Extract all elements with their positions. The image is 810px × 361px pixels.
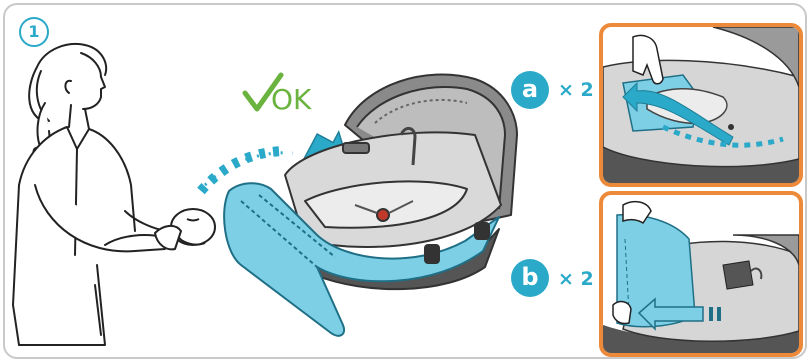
panel-a-illustration bbox=[603, 27, 799, 183]
step-a-count: × 2 bbox=[558, 79, 594, 101]
panel-step-b bbox=[599, 191, 803, 357]
panel-step-a bbox=[599, 23, 803, 187]
step-number-badge: 1 bbox=[19, 17, 49, 47]
step-b-count: × 2 bbox=[558, 268, 594, 290]
step-a-badge: a bbox=[511, 71, 549, 109]
ok-label: OK bbox=[271, 83, 311, 116]
instruction-frame: 1 OK a × 2 b × 2 bbox=[3, 3, 807, 359]
baby-figure bbox=[155, 209, 215, 249]
parent-figure bbox=[13, 44, 167, 345]
panel-b-illustration bbox=[603, 195, 799, 353]
step-b-badge: b bbox=[511, 259, 549, 297]
